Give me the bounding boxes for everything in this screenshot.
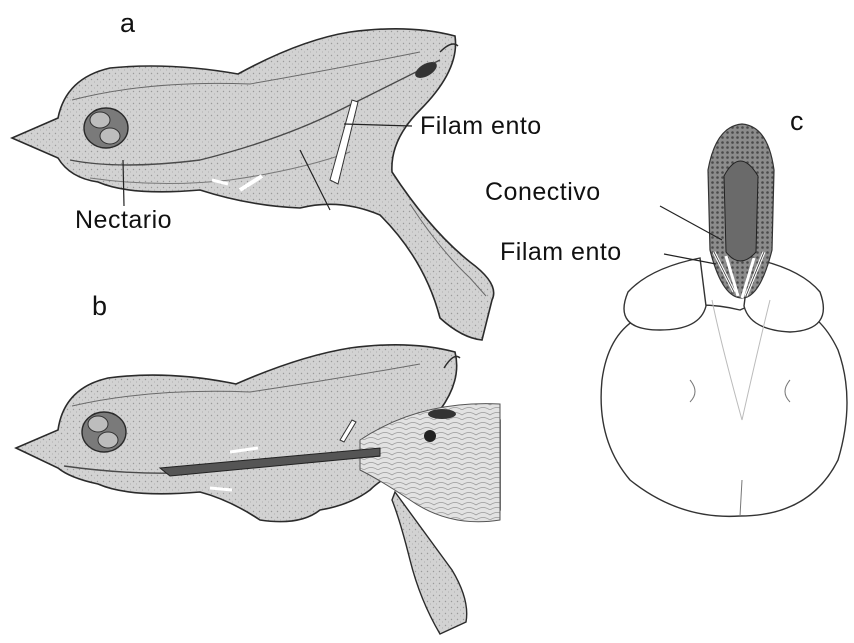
label-conectivo: Conectivo bbox=[485, 180, 601, 205]
panel-label-b: b bbox=[92, 293, 107, 320]
panel-label-a: a bbox=[120, 10, 135, 37]
anther-b bbox=[428, 409, 456, 419]
label-filamento-a: Filam ento bbox=[420, 114, 542, 139]
flower-a bbox=[12, 29, 494, 340]
label-filamento-c: Filam ento bbox=[500, 240, 622, 265]
label-nectario: Nectario bbox=[75, 208, 172, 233]
flower-c-lower-lip bbox=[601, 304, 847, 517]
flower-b bbox=[16, 345, 500, 634]
panel-label-c: c bbox=[790, 108, 804, 135]
flower-c bbox=[601, 124, 847, 516]
